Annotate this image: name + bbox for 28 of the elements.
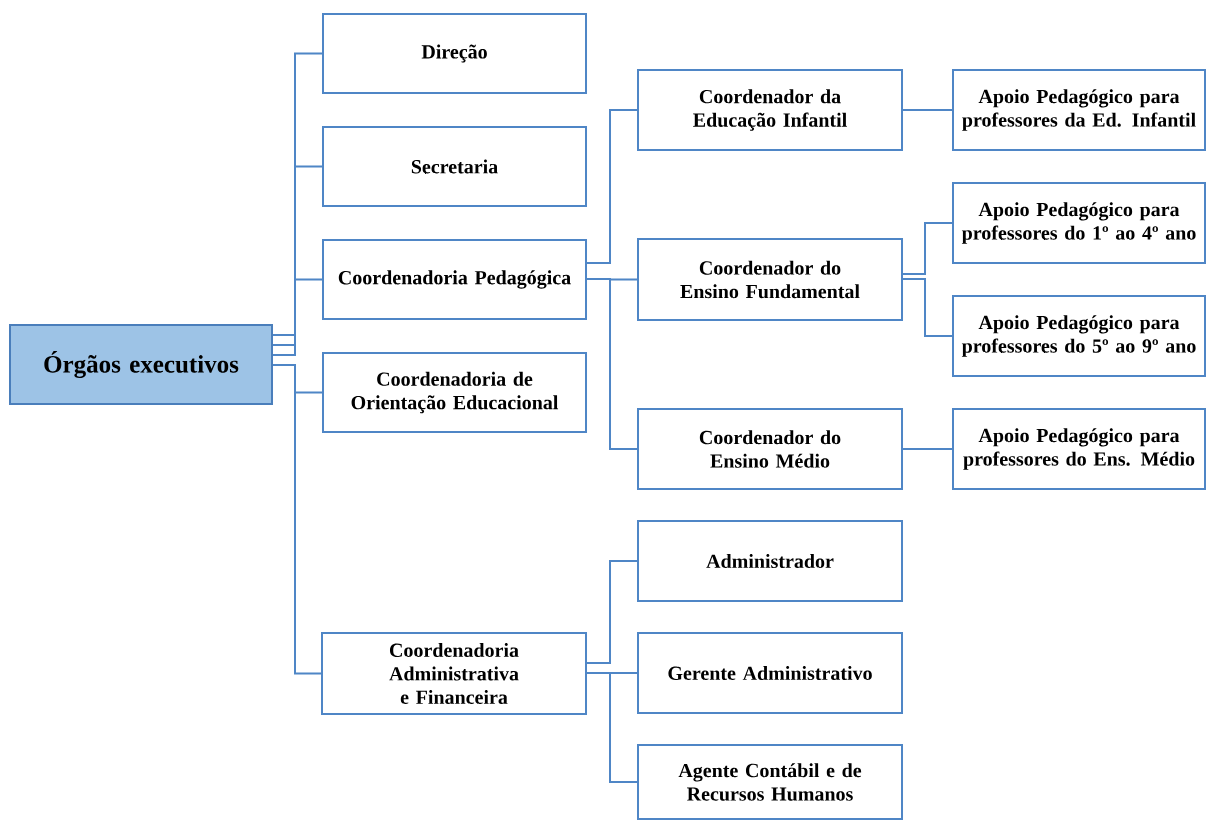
connector-line [272, 165, 323, 346]
org-box: Coordenadoria Pedagógica [322, 239, 587, 320]
org-box: Secretaria [322, 126, 587, 207]
org-box: Coordenadoria Administrativa e Financeira [321, 632, 587, 715]
org-box: Apoio Pedagógico para professores do 5º ao 9º ano [952, 295, 1206, 377]
connector-line [586, 278, 638, 450]
connector-line [272, 278, 323, 356]
org-box: Apoio Pedagógico para professores do Ens. Médio [952, 408, 1206, 490]
connector-line [586, 672, 638, 783]
org-box: Direção [322, 13, 587, 94]
connector-line [902, 222, 953, 275]
org-box: Coordenador da Educação Infantil [637, 69, 903, 151]
org-box: Administrador [637, 520, 903, 602]
connector-line [586, 560, 638, 664]
org-box: Coordenador do Ensino Médio [637, 408, 903, 490]
org-box: Coordenador do Ensino Fundamental [637, 238, 903, 321]
root-box: Órgãos executivos [9, 324, 273, 405]
connector-line [902, 448, 953, 450]
org-box: Coordenadoria de Orientação Educacional [322, 352, 587, 433]
connector-line [902, 109, 953, 111]
connector-line [902, 278, 953, 337]
org-box: Apoio Pedagógico para professores do 1º ao 4º ano [952, 182, 1206, 264]
connector-line [272, 52, 323, 336]
org-box: Gerente Administrativo [637, 632, 903, 714]
org-box: Apoio Pedagógico para professores da Ed. Infantil [952, 69, 1206, 151]
connector-line [586, 109, 638, 264]
org-box: Agente Contábil e de Recursos Humanos [637, 744, 903, 820]
connector-line [272, 364, 322, 675]
